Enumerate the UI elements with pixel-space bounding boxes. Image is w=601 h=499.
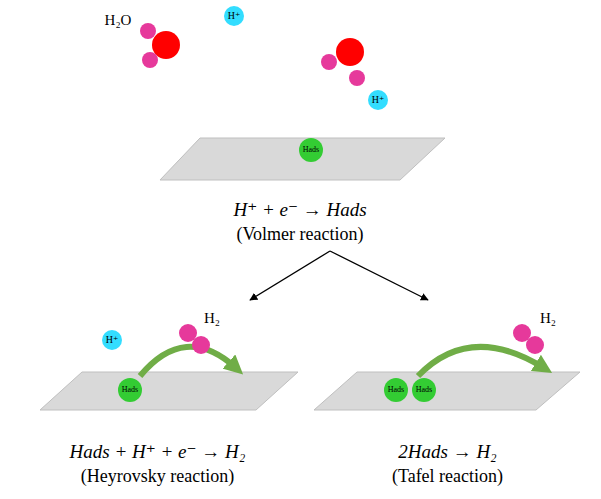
water-molecule [321, 38, 365, 86]
proton [102, 330, 122, 350]
electrode-surface [160, 138, 445, 180]
reaction-panel: 2Hads → H₂(Tafel reaction) [305, 300, 590, 494]
reaction-name: (Tafel reaction) [392, 464, 503, 488]
reaction-name: (Volmer reaction) [233, 222, 366, 246]
electrode-surface [40, 372, 298, 410]
reaction-equation: H⁺ + e⁻ → Hads [233, 198, 366, 222]
adsorbate-label: Hads [122, 386, 138, 394]
ion-label: H⁺ [372, 95, 385, 105]
reaction-panel: Hads + H⁺ + e⁻ → H₂(Heyrovsky reaction) [15, 300, 300, 494]
reaction-equation: 2Hads → H₂ [398, 440, 496, 464]
adsorbate-label: Hads [303, 146, 319, 154]
adsorbed-hydrogen [118, 378, 142, 402]
reaction-name: (Heyrovsky reaction) [81, 464, 234, 488]
reaction-equation: Hads + H⁺ + e⁻ → H₂ [70, 440, 246, 464]
proton [224, 6, 244, 26]
water-molecule [140, 23, 180, 68]
hydrogen-molecule [179, 324, 210, 354]
reaction-step-arrow [250, 251, 330, 300]
adsorbed-hydrogen [412, 378, 436, 402]
molecule-label: H₂ [540, 311, 556, 326]
reaction-panel: H⁺ + e⁻ → Hads(Volmer reaction) [227, 196, 372, 248]
molecule-label: H₂O [105, 13, 132, 28]
proton [368, 90, 388, 110]
reaction-arrow [140, 347, 236, 376]
reaction-step-arrow [330, 251, 428, 300]
adsorbate-label: Hads [416, 386, 432, 394]
hydrogen-molecule [513, 324, 544, 354]
ion-label: H⁺ [106, 335, 119, 345]
adsorbed-hydrogen [384, 378, 408, 402]
molecule-label: H₂ [204, 311, 220, 326]
adsorbed-hydrogen [299, 138, 323, 162]
adsorbate-label: Hads [388, 386, 404, 394]
reaction-arrow [418, 347, 544, 376]
ion-label: H⁺ [228, 11, 241, 21]
electrode-surface [314, 372, 580, 410]
